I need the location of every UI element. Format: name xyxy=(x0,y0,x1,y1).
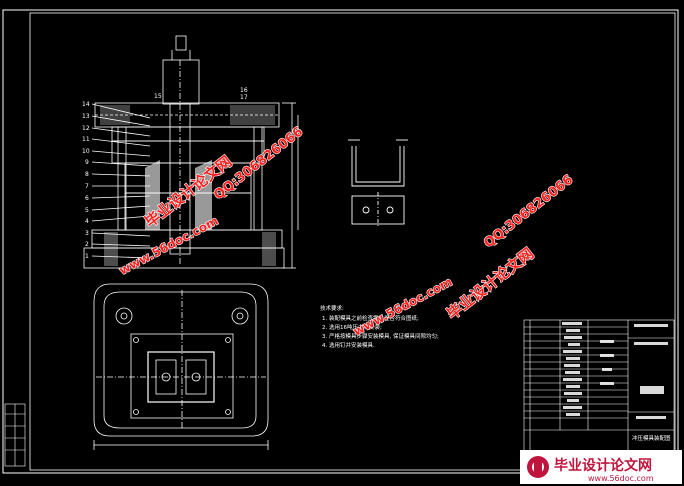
part-number: 17 xyxy=(240,94,248,101)
drawing-title: 冲压模具装配图 xyxy=(632,434,671,442)
front-section-view xyxy=(83,35,299,269)
part-detail-view xyxy=(348,139,408,228)
part-number: 1 xyxy=(85,253,89,260)
part-number: 10 xyxy=(82,148,90,155)
site-watermark: www.56doc.com xyxy=(351,275,455,339)
inner-border xyxy=(29,12,676,471)
part-number: 5 xyxy=(85,207,89,214)
watermarks: 毕业设计论文网 QQ:306826066 www.56doc.com www.5… xyxy=(116,124,576,339)
site-logo: 毕业设计论文网 www.56doc.com xyxy=(520,450,682,484)
note-line: 1. 装配模具之前检查零件是否符合图纸; xyxy=(322,314,419,322)
revision-block xyxy=(4,403,26,467)
part-number: 3 xyxy=(85,230,89,237)
logo-url: www.56doc.com xyxy=(588,474,654,483)
part-number-labels: 14 13 12 11 10 9 8 7 6 5 4 3 2 1 15 16 1… xyxy=(82,87,248,260)
part-number: 6 xyxy=(85,195,89,202)
part-number: 2 xyxy=(85,241,89,248)
part-number: 4 xyxy=(85,218,89,225)
logo-text: 毕业设计论文网 xyxy=(554,457,652,474)
sheet-border xyxy=(2,9,679,474)
notes-title: 技术要求: xyxy=(320,304,344,312)
technical-notes: 技术要求: 1. 装配模具之前检查零件是否符合图纸; 2. 选用16吨压力机安装… xyxy=(320,304,439,349)
qq-watermark: QQ:306826066 xyxy=(481,172,576,251)
note-line: 2. 选用16吨压力机安装; xyxy=(322,323,382,331)
part-number: 16 xyxy=(240,87,248,94)
brand-watermark: 毕业设计论文网 xyxy=(443,244,537,323)
part-number: 14 xyxy=(82,101,90,108)
plan-view xyxy=(93,283,269,450)
part-number: 11 xyxy=(82,136,90,143)
part-number: 8 xyxy=(85,171,89,178)
note-line: 4. 选用钉并安装模具. xyxy=(322,341,375,349)
part-number: 7 xyxy=(85,183,89,190)
part-number: 15 xyxy=(154,93,162,100)
note-line: 3. 严格按模具步骤安装模具, 保证模具间隙均匀; xyxy=(322,332,439,340)
parts-list-table: 冲压模具装配图 xyxy=(523,319,675,453)
part-number: 12 xyxy=(82,125,90,132)
part-number: 13 xyxy=(82,113,90,120)
logo-emblem-icon xyxy=(527,456,549,478)
part-number: 9 xyxy=(85,159,89,166)
